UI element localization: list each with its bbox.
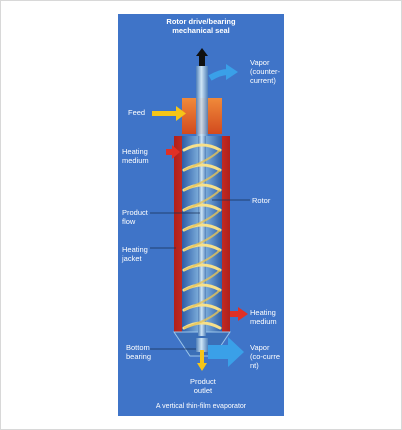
label-vapor-top: Vapor (counter- current) bbox=[250, 58, 281, 85]
label-rotor: Rotor bbox=[252, 196, 271, 205]
diagram-title: Rotor drive/bearing mechanical seal bbox=[166, 17, 236, 35]
drive-arrow bbox=[196, 48, 208, 68]
leader-lines bbox=[150, 199, 250, 350]
vapor-counter-current-arrow bbox=[208, 64, 238, 81]
heating-medium-in-arrow bbox=[166, 145, 180, 159]
label-bottom-bearing: Bottom bearing bbox=[126, 343, 152, 361]
diagram-caption: A vertical thin-film evaporator bbox=[155, 403, 247, 410]
label-heating-medium-in: Heating medium bbox=[122, 147, 149, 165]
product-outlet-arrow bbox=[197, 350, 207, 371]
heating-medium-out-arrow bbox=[230, 307, 248, 321]
feed-arrow bbox=[152, 106, 186, 121]
label-product-outlet: Product outlet bbox=[190, 377, 216, 395]
label-product-flow: Product flow bbox=[122, 208, 148, 226]
label-vapor-bottom: Vapor (co-curre nt) bbox=[250, 343, 281, 370]
vapor-co-current-arrow bbox=[208, 337, 244, 367]
rotor-core bbox=[198, 136, 206, 336]
label-feed: Feed bbox=[128, 108, 146, 117]
label-heating-medium-out: Heating medium bbox=[250, 308, 277, 326]
label-heating-jacket: Heating jacket bbox=[122, 245, 148, 263]
bottom-bearing-body bbox=[196, 338, 208, 352]
